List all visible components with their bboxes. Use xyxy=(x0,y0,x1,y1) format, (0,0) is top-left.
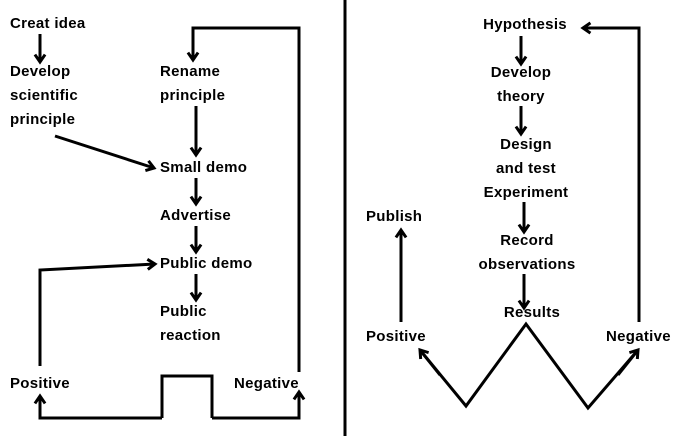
edge-negative-to-hypothesis-arrowhead xyxy=(580,21,592,35)
node-right-negative: Negative xyxy=(606,328,671,345)
node-rename-principle: Rename principle xyxy=(160,63,226,104)
node-advertise: Advertise xyxy=(160,207,232,224)
node-hypothesis: Hypothesis xyxy=(483,16,567,33)
edge-develop-to-small-demo-arrowhead xyxy=(144,159,157,172)
edge-small-demo-to-advertise-arrowhead xyxy=(189,195,203,207)
node-small-demo: Small demo xyxy=(160,159,248,176)
edge-negative-to-rename-arrowhead xyxy=(186,51,200,63)
edge-develop-to-small-demo xyxy=(54,134,155,170)
edge-record-to-results-arrowhead xyxy=(517,299,531,311)
edge-negative-to-rename xyxy=(191,26,301,372)
edge-rename-to-small-demo-arrowhead xyxy=(189,146,203,158)
edge-theory-to-design-arrowhead xyxy=(514,125,528,137)
edge-positive-to-public-demo xyxy=(38,262,156,366)
node-results: Results xyxy=(503,304,561,321)
edge-negative-to-hypothesis xyxy=(583,26,641,322)
edge-branch-to-negative-arrowhead xyxy=(292,389,306,401)
edge-advertise-to-public-demo-arrowhead xyxy=(189,243,203,255)
node-public-demo: Public demo xyxy=(160,255,253,272)
edge-zigzag-to-positive-arrow-arrowhead xyxy=(418,347,430,360)
edge-positive-to-public-demo-arrowhead xyxy=(146,258,158,271)
node-design-and-test-experiment: Design and test Experiment xyxy=(483,136,569,201)
node-publish: Publish xyxy=(366,208,423,225)
node-public-reaction: Public reaction xyxy=(160,303,221,344)
node-creat-idea: Creat idea xyxy=(10,15,86,32)
edge-branch-to-negative xyxy=(212,392,301,420)
edge-zigzag-to-positive-arrow xyxy=(418,349,442,376)
node-left-positive: Positive xyxy=(10,375,70,392)
edge-creat-idea-to-develop-arrowhead xyxy=(33,53,47,65)
edge-design-to-record-arrowhead xyxy=(517,223,531,235)
node-develop-scientific-principle: Develop scientific principle xyxy=(10,63,79,128)
edge-zigzag-to-negative-arrow xyxy=(616,349,640,376)
edge-branch-to-positive xyxy=(38,396,162,420)
node-right-positive: Positive xyxy=(366,328,426,345)
edge-hypothesis-to-theory-arrowhead xyxy=(514,55,528,67)
edge-branch-to-positive-arrowhead xyxy=(33,393,47,405)
edge-results-zigzag xyxy=(418,321,640,411)
edge-zigzag-to-negative-arrow-arrowhead xyxy=(628,347,640,360)
edge-reaction-branch xyxy=(160,374,214,418)
node-record-observations: Record observations xyxy=(478,232,576,273)
edge-positive-to-publish-arrowhead xyxy=(394,227,408,239)
node-left-negative: Negative xyxy=(234,375,299,392)
node-develop-theory: Develop theory xyxy=(490,64,552,105)
edge-public-demo-to-reaction-arrowhead xyxy=(189,291,203,303)
